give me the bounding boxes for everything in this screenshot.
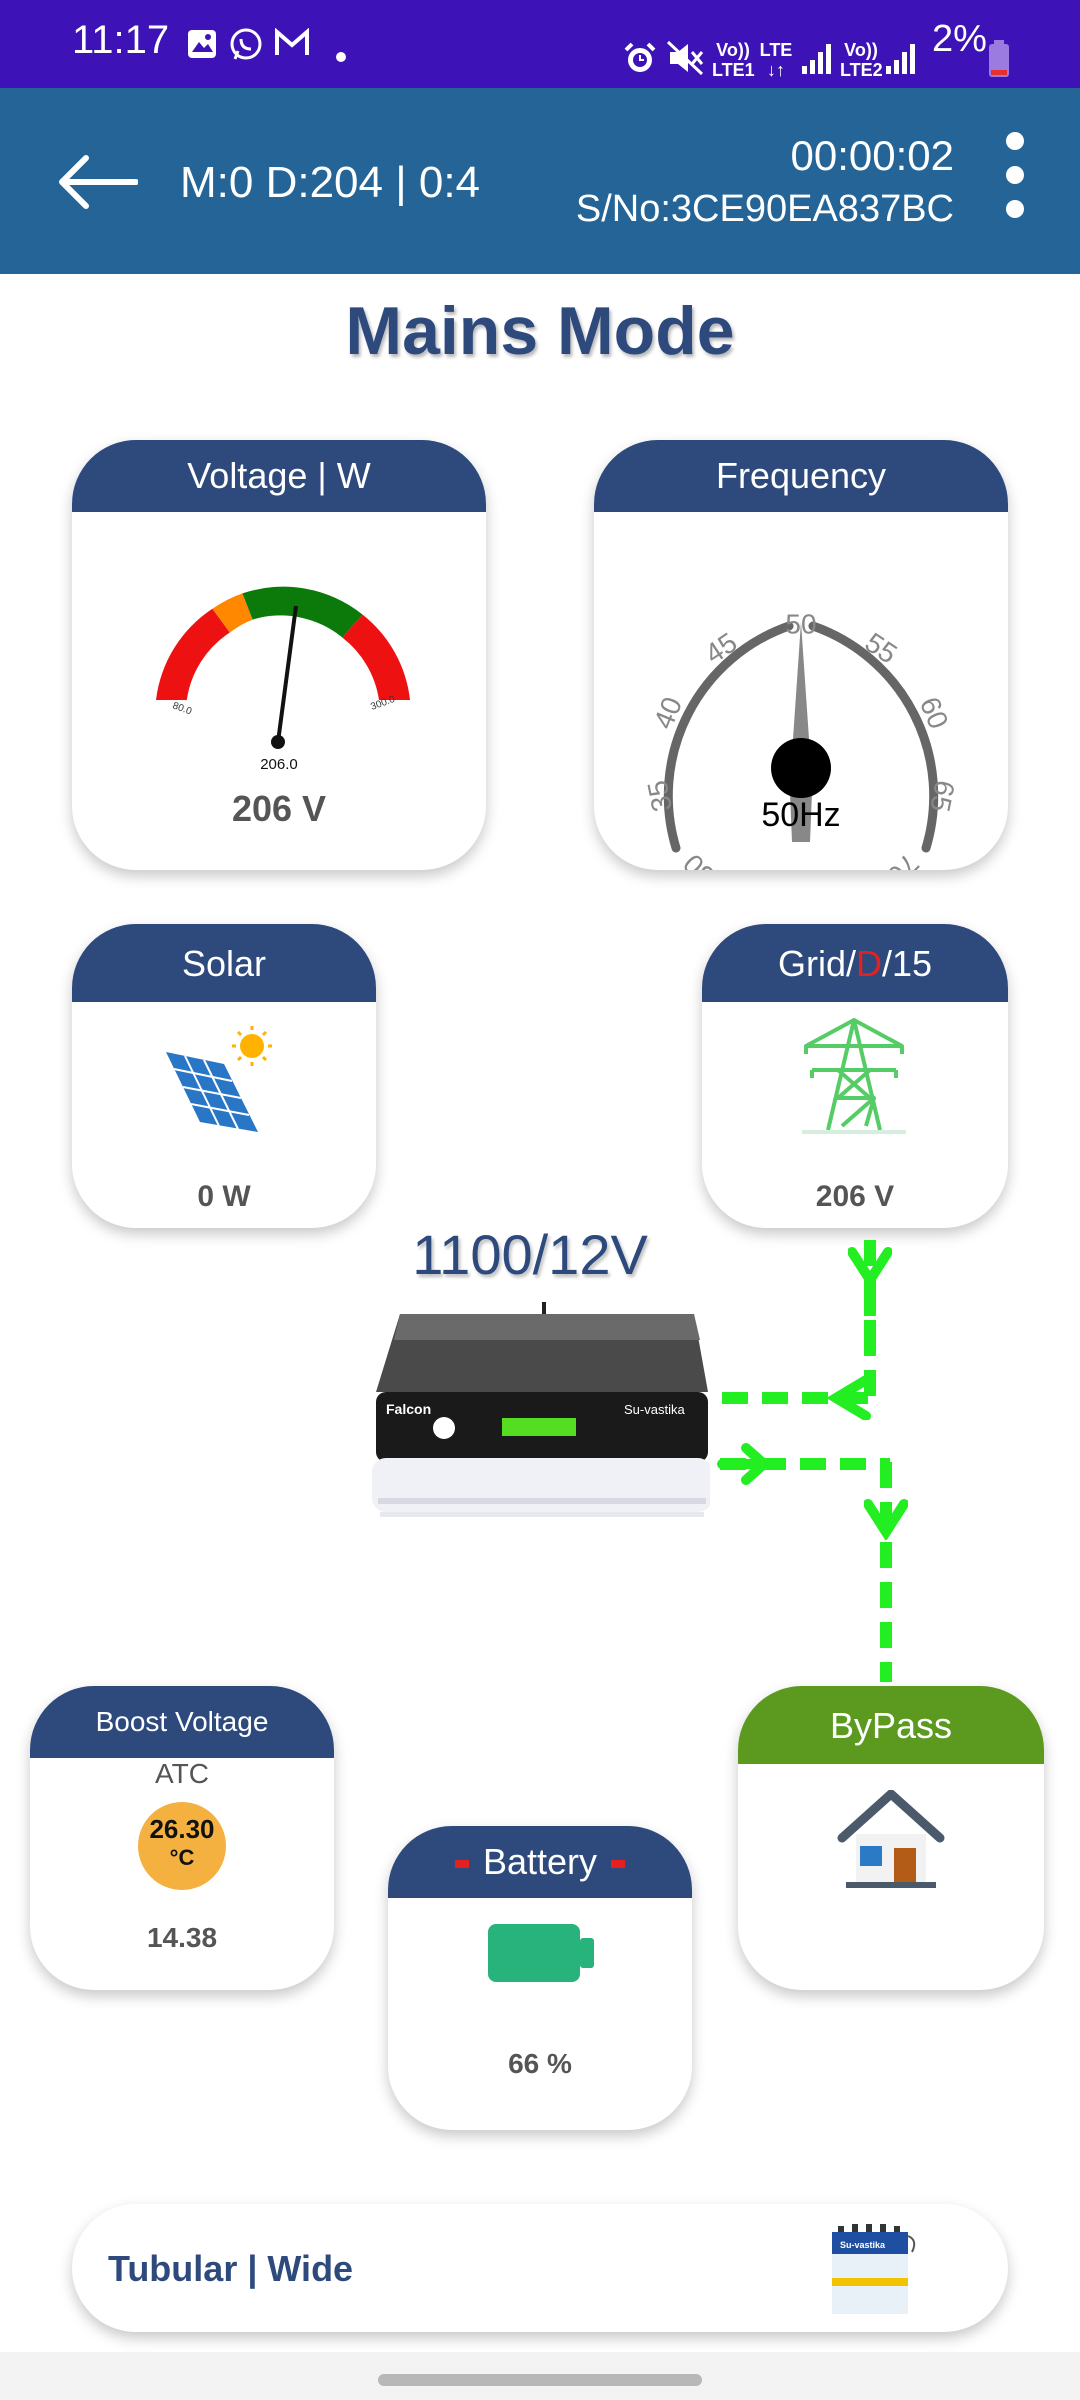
back-arrow-icon[interactable] <box>56 152 138 212</box>
bypass-card[interactable]: ByPass <box>738 1686 1044 1990</box>
voltage-gauge: 80.0 300.0 <box>156 586 410 749</box>
boost-voltage-title: Boost Voltage <box>30 1686 334 1758</box>
battery-image-brand: Su-vastika <box>840 2240 886 2250</box>
solar-panel-icon <box>166 1026 272 1132</box>
boost-voltage-card[interactable]: Boost Voltage ATC 26.30 °C 14.38 <box>30 1686 334 1990</box>
gauge-red-high <box>342 614 410 700</box>
frequency-tick-label: 70 <box>881 848 925 870</box>
freq-arc-left <box>663 621 794 853</box>
flow-arrow-right-icon <box>717 1443 770 1485</box>
frequency-gauge: 303540455055606570 50Hz <box>641 608 961 870</box>
solar-card[interactable]: Solar 0 W <box>72 924 376 1228</box>
bypass-card-title: ByPass <box>738 1686 1044 1764</box>
mute-icon <box>666 40 704 76</box>
volte1-indicator: Vo))LTE1 <box>712 40 755 80</box>
frequency-tick-label: 45 <box>699 627 742 670</box>
volte2-indicator: Vo))LTE2 <box>840 40 883 80</box>
signal-2-icon <box>886 44 915 74</box>
solar-value: 0 W <box>197 1180 251 1213</box>
gauge-green <box>242 586 363 638</box>
session-timer: 00:00:02 <box>790 132 955 179</box>
inverter-brand2-label: Su-vastika <box>624 1402 685 1417</box>
transmission-tower-icon <box>802 1018 906 1134</box>
temperature-value: 26.30 <box>149 1814 215 1844</box>
grid-status-flag: D <box>855 943 882 984</box>
device-status-title: M:0 D:204 | 0:4 <box>180 158 481 207</box>
overflow-menu-button[interactable] <box>990 132 1042 232</box>
voltage-card-title: Voltage | W <box>72 440 486 512</box>
temperature-unit: °C <box>169 1845 195 1870</box>
home-gesture-bar[interactable] <box>378 2374 702 2386</box>
frequency-value-label: 50Hz <box>761 796 840 834</box>
battery-card[interactable]: Battery 66 % <box>388 1826 692 2130</box>
battery-value: 66 % <box>508 2048 572 2079</box>
house-icon <box>837 1790 945 1888</box>
flow-arrow-down-icon <box>864 1499 908 1540</box>
gauge-max-label: 300.0 <box>369 694 397 713</box>
alarm-icon <box>624 42 656 72</box>
frequency-tick-label: 55 <box>860 627 903 670</box>
gauge-pivot <box>271 735 285 749</box>
frequency-tick-label: 35 <box>641 778 678 815</box>
menu-dot <box>1006 166 1024 184</box>
gauge-value-label: 206.0 <box>260 756 298 773</box>
freq-arc-right <box>808 621 939 853</box>
frequency-tick-label: 65 <box>924 778 961 815</box>
freq-pivot <box>771 738 831 798</box>
grid-card-title: Grid/D/15 <box>702 924 1008 1002</box>
gmail-icon <box>275 28 309 55</box>
flow-line-grid-vertical <box>864 1290 876 1400</box>
gallery-icon <box>188 30 216 58</box>
grid-card[interactable]: Grid/D/15 206 V <box>702 924 1008 1228</box>
lte-data-indicator: LTE↓↑ <box>759 40 793 80</box>
battery-type-card[interactable]: Tubular | Wide Su-vastika <box>72 2204 1008 2332</box>
battery-type-label: Tubular | Wide <box>108 2248 354 2289</box>
inverter-rating: 1100/12V <box>412 1223 648 1286</box>
atc-label: ATC <box>155 1758 209 1789</box>
temperature-badge: 26.30 °C <box>138 1802 226 1890</box>
battery-level-icon <box>488 1924 594 1982</box>
gauge-red-low <box>156 608 230 700</box>
boost-voltage-value: 14.38 <box>146 1922 218 1953</box>
more-notifications-dot <box>336 52 346 62</box>
menu-dot <box>1006 200 1024 218</box>
gauge-needle <box>276 605 298 743</box>
battery-percent: 2% <box>932 18 987 60</box>
battery-minus-icon <box>454 1860 469 1869</box>
freq-needle <box>791 622 811 768</box>
tubular-battery-image: Su-vastika <box>832 2224 916 2314</box>
grid-value: 206 V <box>815 1180 895 1213</box>
battery-minus-icon <box>611 1860 626 1869</box>
flow-line-to-bypass <box>880 1462 892 1682</box>
whatsapp-icon <box>230 28 262 60</box>
phone-battery-icon <box>989 40 1009 77</box>
inverter-brand-label: Falcon <box>386 1401 431 1417</box>
serial-number: S/No:3CE90EA837BC <box>575 188 954 230</box>
inverter-image: Falcon Su-vastika <box>372 1302 710 1517</box>
menu-dot <box>1006 132 1024 150</box>
voltage-card[interactable]: Voltage | W 80.0 300.0 206.0 206 V <box>72 440 486 870</box>
signal-1-icon <box>802 44 831 74</box>
gauge-min-label: 80.0 <box>171 700 193 717</box>
battery-card-title: Battery <box>388 1826 692 1898</box>
voltage-value: 206 V <box>231 788 327 829</box>
gauge-orange <box>212 593 253 633</box>
status-time: 11:17 <box>72 18 170 62</box>
mode-title: Mains Mode <box>345 293 735 369</box>
app-bar: M:0 D:204 | 0:4 00:00:02 S/No:3CE90EA837… <box>0 88 1080 274</box>
flow-arrow-down-icon <box>848 1247 892 1288</box>
frequency-card[interactable]: Frequency 303540455055606570 50Hz <box>594 440 1008 870</box>
frequency-card-title: Frequency <box>594 440 1008 512</box>
status-bar: 11:17 Vo))LTE1 LTE↓↑ Vo))LTE2 2% <box>0 0 1080 88</box>
solar-card-title: Solar <box>72 924 376 1002</box>
frequency-tick-label: 30 <box>677 848 721 870</box>
flow-arrow-left-icon <box>826 1376 871 1420</box>
